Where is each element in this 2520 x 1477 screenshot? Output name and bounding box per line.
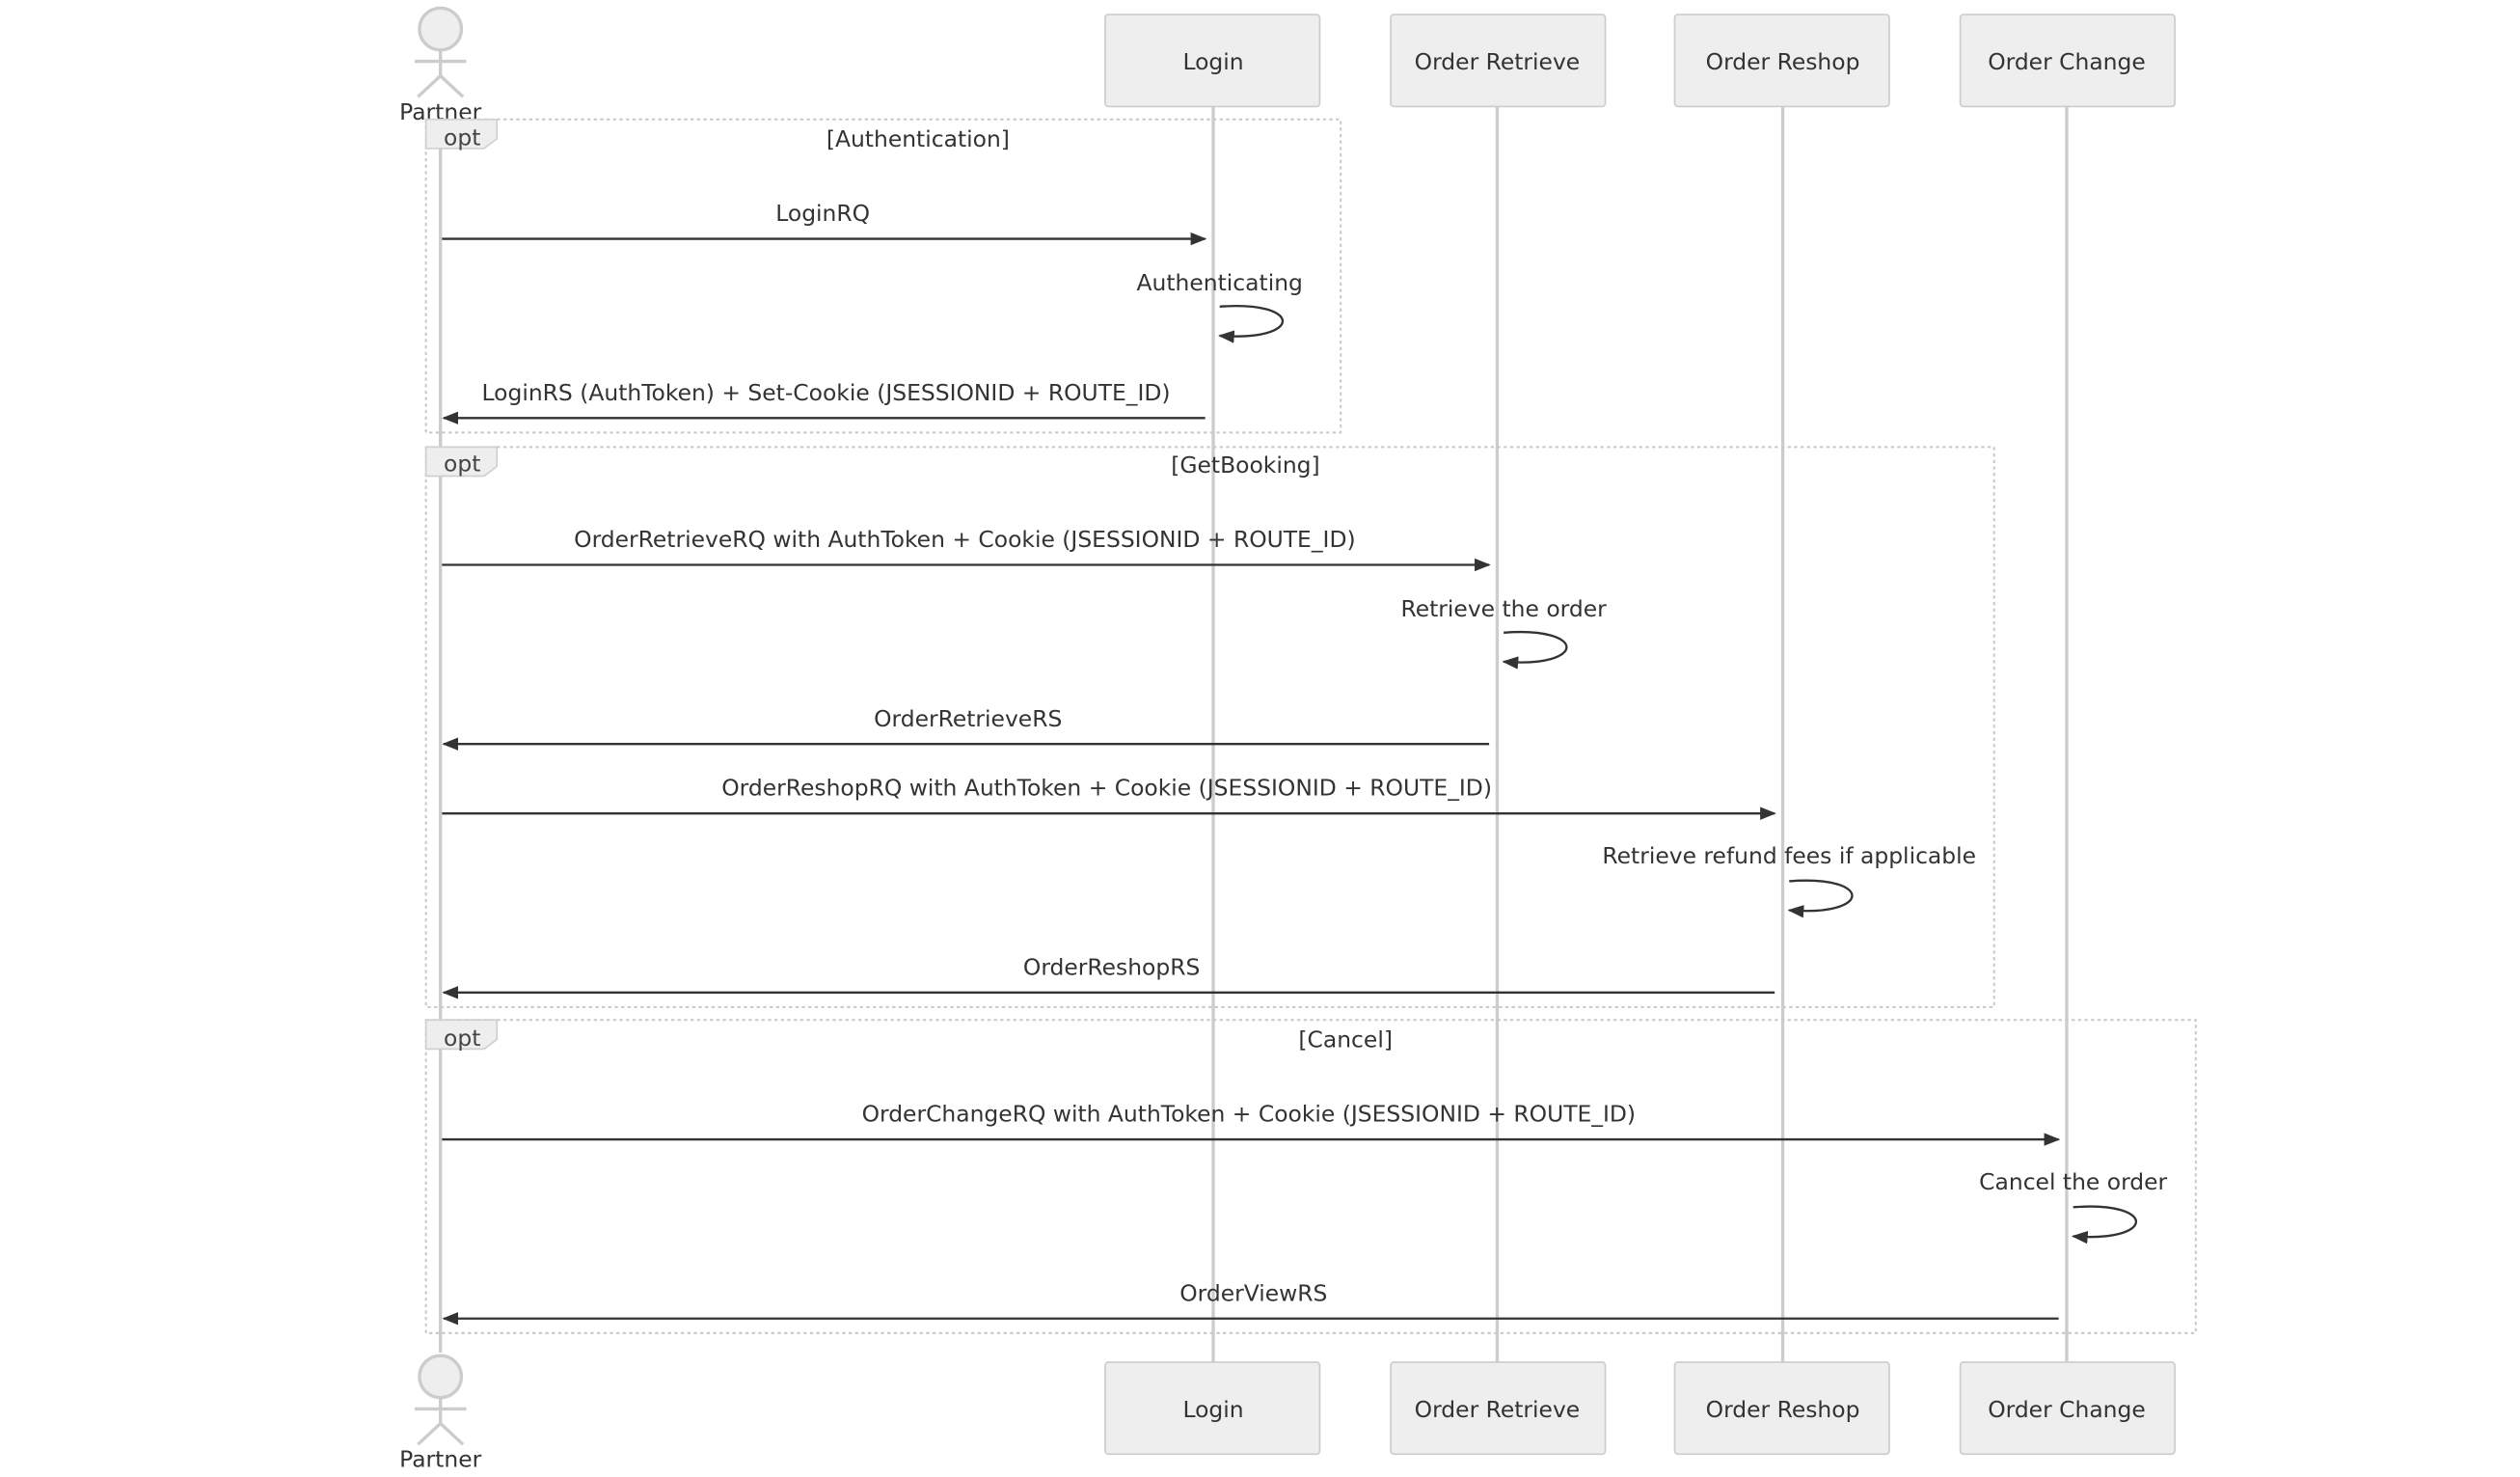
svg-text:OrderRetrieveRQ with AuthToken: OrderRetrieveRQ with AuthToken + Cookie … bbox=[574, 526, 1355, 553]
participant-order-reshop-bottom: Order Reshop bbox=[1673, 1361, 1890, 1456]
actor-partner-bottom: Partner bbox=[399, 1354, 482, 1473]
svg-text:OrderReshopRS: OrderReshopRS bbox=[1023, 953, 1200, 980]
svg-text:OrderRetrieveRS: OrderRetrieveRS bbox=[874, 705, 1062, 732]
svg-text:Retrieve the order: Retrieve the order bbox=[1401, 595, 1608, 622]
fragment-type: opt bbox=[444, 450, 480, 477]
participant-label: Order Retrieve bbox=[1415, 1396, 1581, 1423]
fragment-condition: [Authentication] bbox=[826, 125, 1010, 152]
svg-text:Authenticating: Authenticating bbox=[1137, 269, 1303, 296]
svg-text:OrderViewRS: OrderViewRS bbox=[1179, 1279, 1327, 1306]
participant-order-change-top: Order Change bbox=[1959, 14, 2176, 108]
svg-text:Retrieve refund fees if applic: Retrieve refund fees if applicable bbox=[1602, 842, 1976, 869]
message-order-retrieve-rs: OrderRetrieveRS bbox=[442, 705, 1490, 751]
participant-label: Order Change bbox=[1988, 1396, 2146, 1423]
participant-order-change-bottom: Order Change bbox=[1959, 1361, 2176, 1456]
opt-fragment-authentication: opt [Authentication] bbox=[424, 118, 1342, 434]
participant-order-reshop-top: Order Reshop bbox=[1673, 14, 1890, 108]
opt-fragment-cancel: opt [Cancel] bbox=[424, 1019, 2197, 1334]
participant-login-top: Login bbox=[1104, 14, 1321, 108]
svg-text:LoginRQ: LoginRQ bbox=[775, 200, 870, 227]
participant-login-bottom: Login bbox=[1104, 1361, 1321, 1456]
message-order-change-rq: OrderChangeRQ with AuthToken + Cookie (J… bbox=[442, 1101, 2061, 1146]
participant-label: Order Retrieve bbox=[1415, 48, 1581, 75]
message-authenticating: Authenticating bbox=[1137, 269, 1303, 343]
participant-label: Order Change bbox=[1988, 48, 2146, 75]
message-retrieve-the-order: Retrieve the order bbox=[1401, 595, 1608, 670]
message-order-reshop-rq: OrderReshopRQ with AuthToken + Cookie (J… bbox=[442, 775, 1776, 820]
actor-label: Partner bbox=[399, 1446, 481, 1473]
svg-text:Cancel the order: Cancel the order bbox=[1979, 1168, 2167, 1195]
message-cancel-the-order: Cancel the order bbox=[1979, 1168, 2168, 1245]
svg-text:OrderChangeRQ with AuthToken +: OrderChangeRQ with AuthToken + Cookie (J… bbox=[862, 1101, 1637, 1128]
fragment-type: opt bbox=[444, 1025, 480, 1052]
actor-partner-top: Partner bbox=[399, 6, 482, 125]
participant-label: Login bbox=[1182, 48, 1243, 75]
participant-order-retrieve-bottom: Order Retrieve bbox=[1390, 1361, 1607, 1456]
participant-order-retrieve-top: Order Retrieve bbox=[1390, 14, 1607, 108]
participant-label: Order Reshop bbox=[1706, 48, 1860, 75]
message-order-retrieve-rq: OrderRetrieveRQ with AuthToken + Cookie … bbox=[442, 526, 1491, 572]
message-order-reshop-rs: OrderReshopRS bbox=[442, 953, 1775, 999]
participant-label: Order Reshop bbox=[1706, 1396, 1860, 1423]
fragment-condition: [Cancel] bbox=[1298, 1026, 1393, 1053]
participant-label: Login bbox=[1182, 1396, 1243, 1423]
opt-fragment-getbooking: opt [GetBooking] bbox=[424, 446, 1995, 1008]
message-order-view-rs: OrderViewRS bbox=[442, 1279, 2059, 1326]
fragment-type: opt bbox=[444, 124, 480, 151]
message-login-rs: LoginRS (AuthToken) + Set-Cookie (JSESSI… bbox=[442, 379, 1206, 424]
message-retrieve-refund-fees: Retrieve refund fees if applicable bbox=[1602, 842, 1976, 918]
svg-text:OrderReshopRQ with AuthToken +: OrderReshopRQ with AuthToken + Cookie (J… bbox=[721, 775, 1492, 802]
fragment-condition: [GetBooking] bbox=[1171, 451, 1319, 479]
svg-text:LoginRS (AuthToken) + Set-Cook: LoginRS (AuthToken) + Set-Cookie (JSESSI… bbox=[482, 379, 1171, 406]
message-login-rq: LoginRQ bbox=[442, 200, 1207, 246]
